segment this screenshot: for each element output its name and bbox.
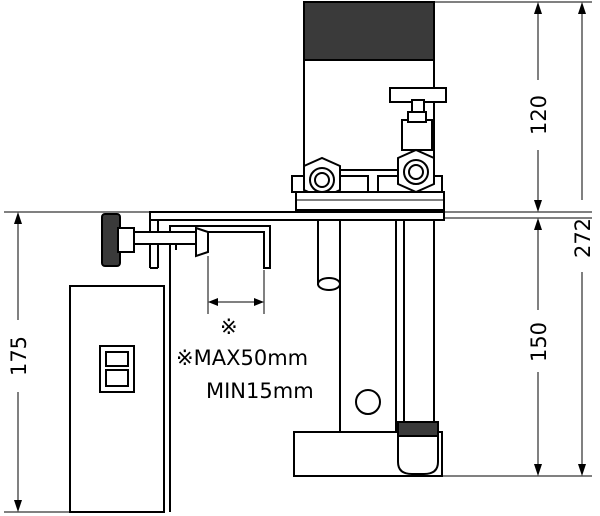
control-box-body: [69, 285, 165, 513]
dim-lower: 150: [527, 218, 551, 476]
clamp-range-dimension: ※: [207, 256, 265, 339]
outlet-pipe: [317, 219, 341, 285]
clamp-screw: [129, 231, 203, 245]
clamp-max-label: ※MAX50mm: [176, 346, 308, 370]
clamp-bracket: [101, 212, 271, 269]
dim-upper-label: 120: [527, 95, 551, 135]
motor: [303, 1, 435, 171]
pump-base-block: [295, 191, 445, 211]
pump-column: [293, 219, 443, 477]
dim-left-label: 175: [7, 336, 31, 376]
clamp-pad: [195, 226, 209, 258]
motor-cap: [303, 1, 435, 61]
dim-total: 272: [571, 2, 595, 476]
drain-port: [355, 389, 381, 415]
control-box: [69, 250, 171, 513]
valve-assembly: [389, 87, 447, 151]
dim-left: 175: [7, 212, 31, 512]
mounting-plate: [149, 211, 445, 221]
dim-lower-label: 150: [527, 322, 551, 362]
pump-shaft-housing: [395, 219, 435, 433]
dim-total-label: 272: [571, 218, 595, 258]
clamp-range-marker: ※: [220, 315, 238, 339]
right-coupling: [377, 148, 443, 194]
clamp-min-label: MIN15mm: [206, 379, 314, 403]
dim-upper: 120: [527, 2, 551, 212]
